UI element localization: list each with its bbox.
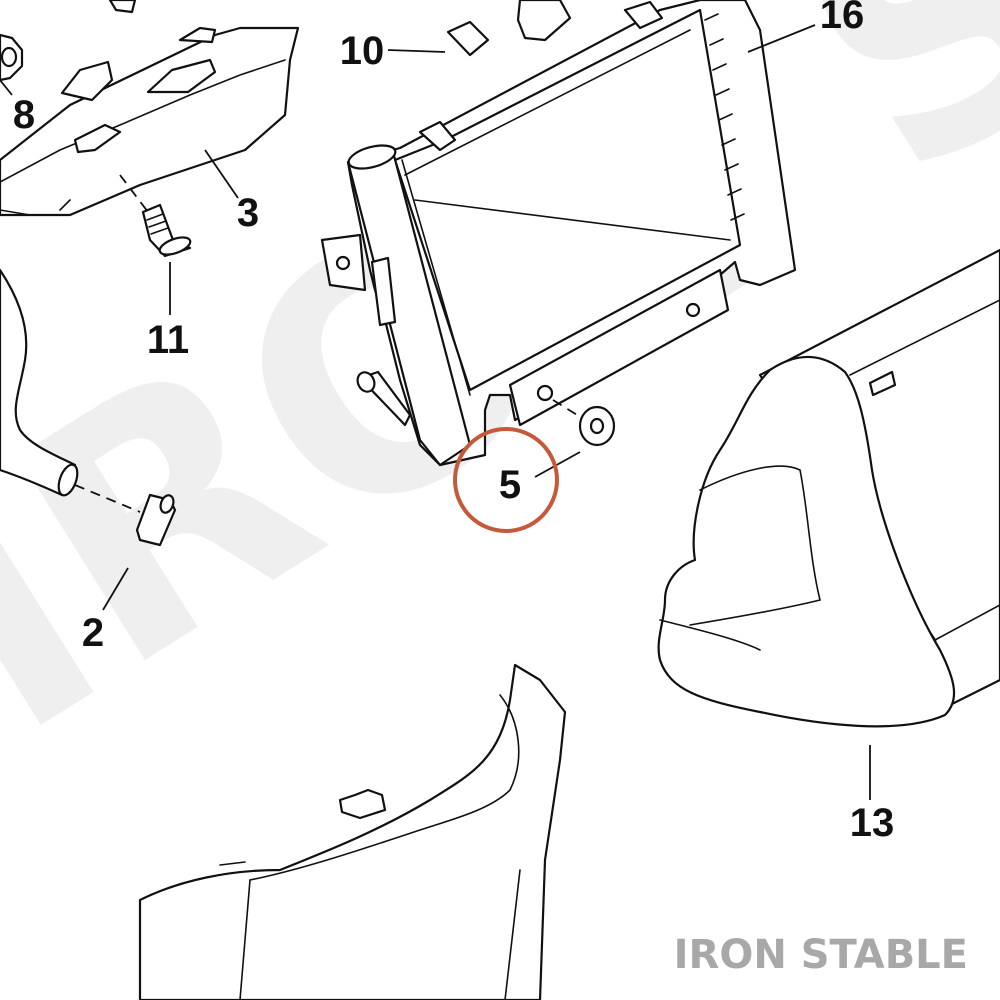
- part-11-screw: [141, 203, 192, 258]
- leader-10: [387, 49, 446, 53]
- part-8-fastener: [0, 33, 24, 82]
- leader-3: [204, 149, 239, 199]
- part-3-bracket: [0, 26, 300, 217]
- highlight-ring: [453, 427, 559, 533]
- leader-2: [102, 567, 129, 611]
- leader-16: [747, 24, 816, 53]
- callout-2: 2: [82, 611, 104, 655]
- part-16-radiator-frame: [108, 0, 797, 467]
- callout-16: 16: [820, 0, 865, 37]
- callout-3: 3: [237, 191, 259, 235]
- part-2-hose: [0, 268, 177, 547]
- leader-lines: [0, 24, 871, 800]
- callout-13: 13: [850, 801, 895, 845]
- dash-11-to-3: [119, 174, 149, 213]
- callout-8: 8: [13, 93, 35, 137]
- part-13-shroud: [657, 248, 1000, 728]
- lower-panel: [138, 663, 567, 1000]
- leader-5: [534, 451, 581, 478]
- dash-2-to-hose: [74, 484, 141, 513]
- callout-11: 11: [147, 318, 189, 362]
- leader-8: [0, 79, 13, 96]
- corner-watermark: IRON STABLE: [674, 932, 968, 978]
- dash-5-to-bracket: [552, 399, 583, 419]
- callout-5: 5: [499, 463, 521, 507]
- part-5-washer: [578, 405, 616, 447]
- callout-10: 10: [340, 29, 385, 73]
- callout-labels: 3 8 11 2 10 16 5 13: [13, 0, 894, 845]
